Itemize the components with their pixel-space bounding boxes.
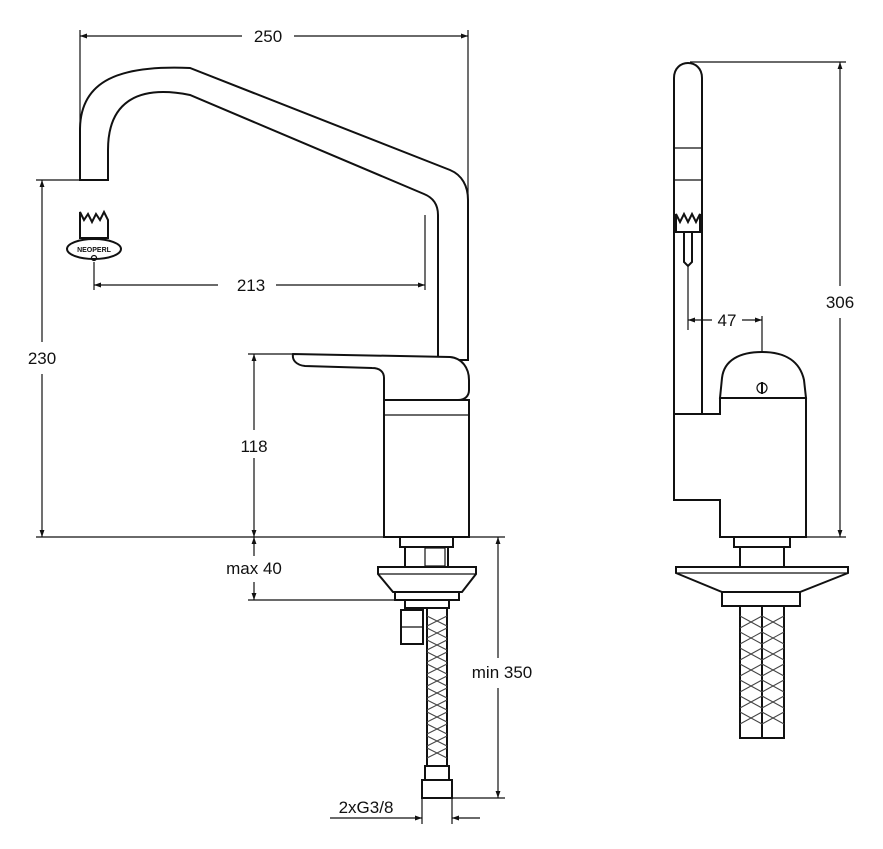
spout	[79, 66, 469, 361]
dimension-118-label: 118	[240, 437, 267, 456]
dimension-max-40-label: max 40	[226, 559, 282, 578]
side-view: 306 47	[673, 61, 854, 739]
supply-hose	[421, 607, 453, 799]
dimension-230-label: 230	[28, 349, 56, 368]
dimension-118: 118	[240, 353, 292, 537]
faucet-body	[383, 399, 470, 538]
faucet-body-side	[673, 397, 807, 538]
front-view: NEOPERL	[28, 27, 532, 824]
supply-hoses-side	[739, 605, 785, 739]
dimension-47-label: 47	[718, 311, 737, 330]
dimension-250: 250	[79, 27, 469, 200]
aerator-brand-label: NEOPERL	[77, 247, 112, 254]
dimension-connection-label: 2xG3/8	[339, 798, 394, 817]
dimension-213-label: 213	[237, 276, 265, 295]
dimension-max-40: max 40	[226, 537, 395, 601]
dimension-213: 213	[93, 215, 426, 295]
mounting-assembly	[377, 536, 477, 645]
dimension-306: 306	[690, 61, 854, 538]
lever-handle	[291, 352, 470, 401]
dimension-min-350-label: min 350	[472, 663, 532, 682]
dimension-connection: 2xG3/8	[330, 798, 480, 824]
dimension-250-label: 250	[254, 27, 282, 46]
aerator: NEOPERL	[66, 209, 122, 262]
dimension-306-label: 306	[826, 293, 854, 312]
dimension-47: 47	[687, 266, 763, 352]
dimension-230: 230	[28, 179, 80, 537]
aerator-side	[675, 211, 701, 268]
dimension-min-350: min 350	[452, 537, 532, 799]
